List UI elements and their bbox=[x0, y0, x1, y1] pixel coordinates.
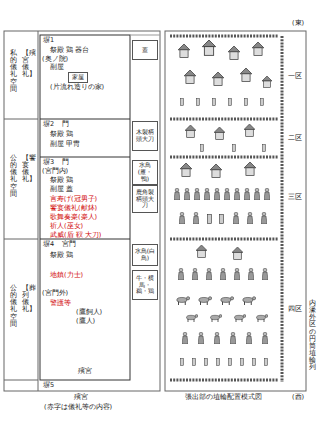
text-label: 宮門 bbox=[62, 241, 76, 248]
text-label: (宮門内) bbox=[42, 168, 68, 175]
text-label: 門 bbox=[62, 121, 69, 128]
text-label: 内濠外区の円筒埴輪列 bbox=[309, 300, 316, 371]
box-text: 木製柄頭大刀 bbox=[134, 129, 156, 143]
text-label: 副屋 蓋 bbox=[50, 186, 73, 193]
text-label: (奥ノ院) bbox=[42, 56, 68, 63]
text-label: (鷹飼人) bbox=[76, 309, 102, 316]
text-label: 【葬列儀礼】 bbox=[22, 285, 29, 314]
zone-label: 二区 bbox=[288, 134, 302, 142]
text-label: 殯宮 bbox=[78, 368, 92, 375]
text-label: 祭殿 鶏 bbox=[50, 177, 73, 184]
text-label: 祭殿 鶏 器台 bbox=[50, 47, 89, 54]
box-text: 家屋 bbox=[72, 74, 84, 81]
text-label: 祭殿 鶏 bbox=[50, 131, 73, 138]
box-text: 鹿角製柄頭大刀 bbox=[134, 189, 156, 210]
item-box: 鹿角製柄頭大刀 bbox=[132, 185, 158, 213]
box-text: 蓋 bbox=[142, 47, 148, 54]
right-frame bbox=[165, 31, 306, 391]
text-label: 門 bbox=[62, 159, 69, 166]
text-label: 塀1 bbox=[43, 37, 54, 44]
text-label: 塀2 bbox=[43, 121, 54, 128]
text-label: 私的儀礼空間 bbox=[10, 50, 17, 93]
text-label: (赤字は儀礼等の内容) bbox=[44, 404, 112, 411]
ritual-label: 饗宴儀礼(献鉢) bbox=[50, 205, 97, 212]
item-box: 家屋 bbox=[68, 72, 88, 83]
text-label: 張出部の埴輪配置模式図 bbox=[185, 394, 262, 401]
text-label: (片流れ造りの家) bbox=[50, 84, 104, 91]
left-frame bbox=[4, 31, 160, 391]
ritual-label: 歌舞奏楽(楽人) bbox=[50, 214, 97, 221]
text-label: (鷹人) bbox=[76, 318, 95, 325]
ritual-label: 警護等 bbox=[50, 300, 71, 307]
ritual-label: 武威(盾 靫 大刀) bbox=[50, 232, 101, 239]
item-box: 木製柄頭大刀 bbox=[132, 121, 158, 151]
item-box: 牛・横馬・鵜・鶏 bbox=[132, 270, 158, 300]
box-text: 牛・横馬・鵜・鶏 bbox=[134, 275, 156, 296]
text-label: 祭殿 鶏 bbox=[50, 252, 73, 259]
zone-label: 三区 bbox=[288, 193, 302, 201]
fence-rows bbox=[170, 36, 282, 382]
text-label: (西) bbox=[292, 394, 304, 401]
ritual-label: 言寿げ(冠男子) bbox=[50, 196, 97, 203]
text-label: 殯宮 bbox=[74, 394, 88, 401]
text-label: (東) bbox=[292, 20, 304, 27]
text-label: 塀4 bbox=[43, 241, 54, 248]
text-label: 公的儀礼空間 bbox=[10, 285, 17, 328]
text-label: 【殯宮儀礼】 bbox=[22, 50, 29, 79]
zone-label: 一区 bbox=[288, 72, 302, 80]
text-label: 塀3 bbox=[43, 159, 54, 166]
zone-label: 四区 bbox=[288, 305, 302, 313]
item-box: 水鳥(雁・鴨) bbox=[132, 160, 158, 185]
item-box: 水鳥(白鳥) bbox=[132, 244, 158, 266]
text-label: (宮門外) bbox=[42, 290, 68, 297]
ritual-label: 祈人(巫女) bbox=[50, 223, 83, 230]
text-label: 副屋 甲冑 bbox=[50, 141, 80, 148]
haniwa-figures bbox=[174, 40, 272, 366]
box-text: 水鳥(白鳥) bbox=[134, 248, 156, 262]
text-label: 副屋 bbox=[50, 64, 64, 71]
ritual-label: 地鎮(力士) bbox=[50, 272, 83, 279]
text-label: 【饗宴儀礼】 bbox=[22, 155, 29, 184]
text-label: 公的儀礼空間 bbox=[10, 155, 17, 198]
box-text: 水鳥(雁・鴨) bbox=[134, 162, 156, 183]
item-box: 蓋 bbox=[132, 40, 158, 60]
text-label: 塀5 bbox=[43, 382, 54, 389]
